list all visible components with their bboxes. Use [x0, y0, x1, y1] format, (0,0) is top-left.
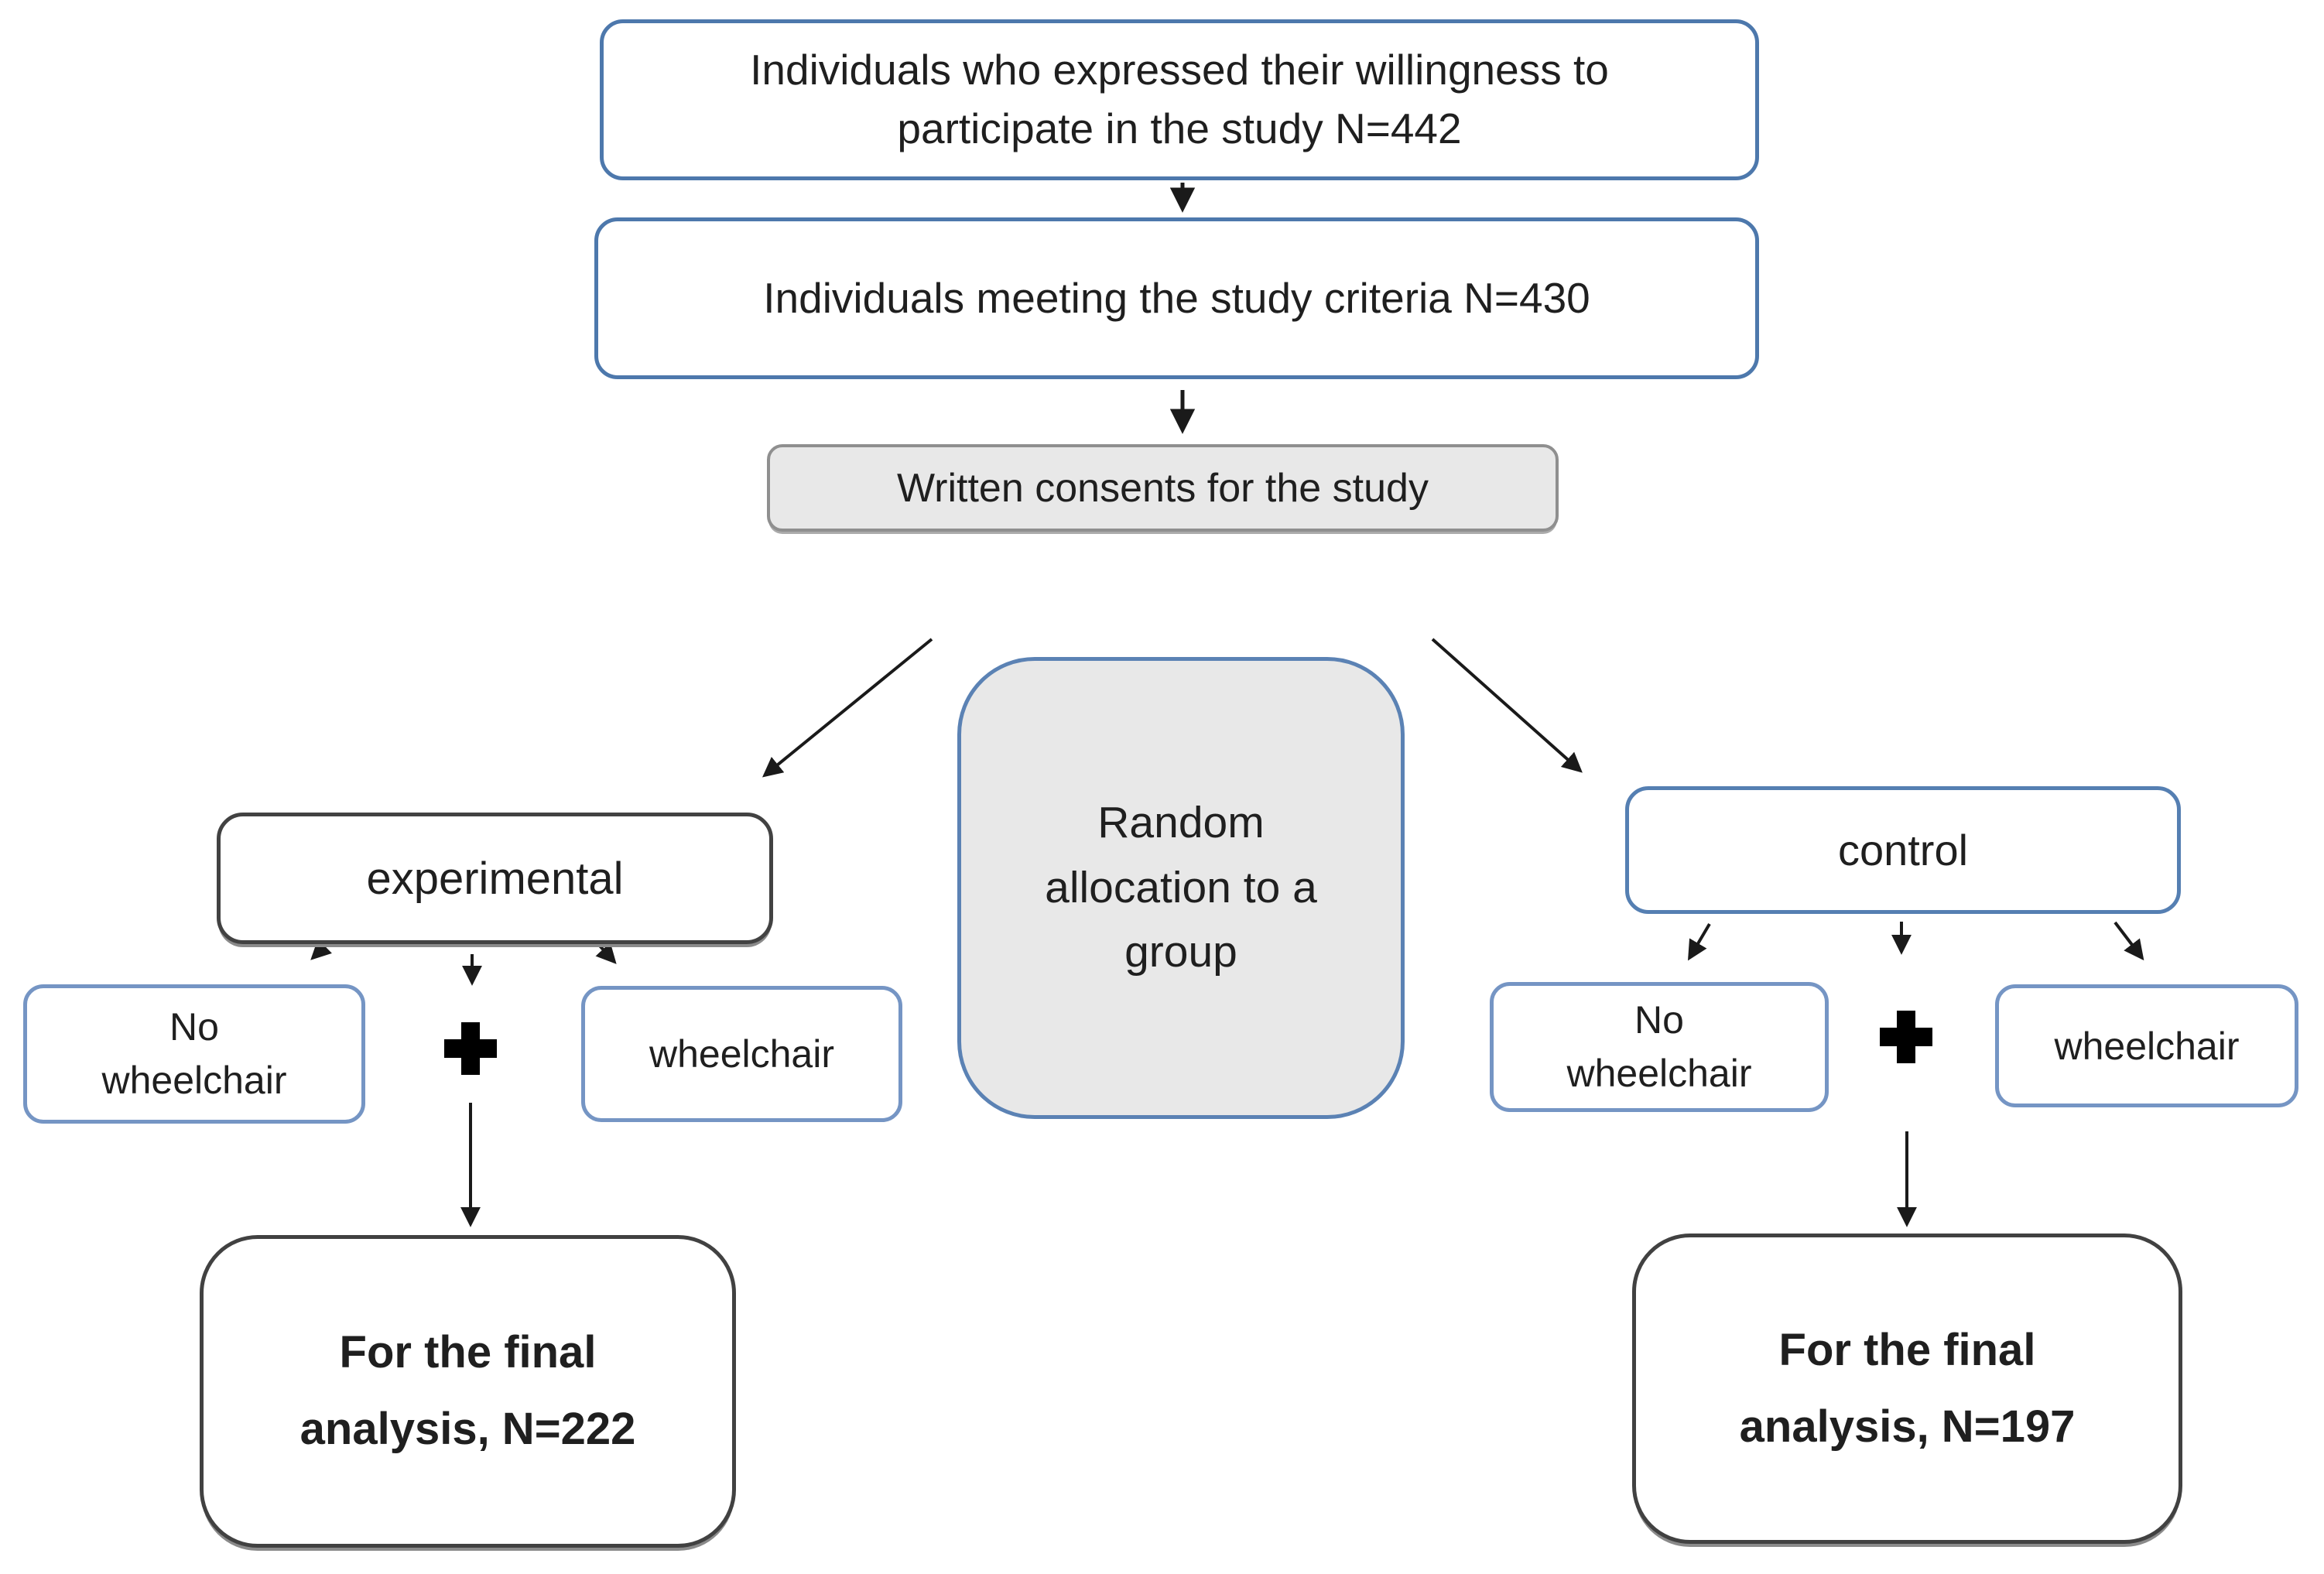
node-random-allocation-line: group [1124, 927, 1237, 977]
node-experimental-wheelchair-line: wheelchair [649, 1032, 834, 1076]
arrow-consents-to-experimental [762, 638, 933, 778]
node-control-no-wheelchair: No wheelchair [1490, 982, 1829, 1112]
node-experimental-group: experimental [217, 813, 773, 944]
arrow-consents-to-control [1431, 638, 1583, 773]
plus-icon [444, 1022, 497, 1075]
node-criteria: Individuals meeting the study criteria N… [594, 217, 1759, 379]
node-control-no-wheelchair-line: wheelchair [1566, 1052, 1752, 1095]
node-control-final-analysis: For the final analysis, N=197 [1632, 1234, 2182, 1544]
node-control-wheelchair: wheelchair [1995, 984, 2298, 1107]
node-willingness-line: participate in the study N=442 [897, 104, 1462, 152]
node-control-group-label: control [1837, 826, 1969, 874]
node-willingness-line: Individuals who expressed their willingn… [750, 46, 1609, 94]
node-experimental-final-analysis-line: For the final [339, 1327, 597, 1378]
node-experimental-group-label: experimental [366, 853, 624, 904]
node-written-consents: Written consents for the study [767, 444, 1559, 532]
node-control-final-analysis-line: For the final [1778, 1324, 2036, 1375]
arrow-control-to-no-wheelchair [1688, 922, 1711, 961]
node-random-allocation-line: Random [1097, 797, 1265, 847]
node-experimental-wheelchair: wheelchair [581, 986, 902, 1122]
node-experimental-no-wheelchair-line: wheelchair [101, 1059, 287, 1102]
node-written-consents-line: Written consents for the study [897, 465, 1429, 511]
node-criteria-line: Individuals meeting the study criteria N… [763, 273, 1590, 322]
node-random-allocation-line: allocation to a [1045, 862, 1317, 912]
node-experimental-no-wheelchair: No wheelchair [23, 984, 365, 1124]
node-control-group: control [1625, 786, 2181, 914]
node-control-final-analysis-line: analysis, N=197 [1739, 1401, 2076, 1452]
node-control-wheelchair-line: wheelchair [2054, 1024, 2240, 1068]
node-experimental-final-analysis: For the final analysis, N=222 [200, 1235, 736, 1548]
node-experimental-final-analysis-line: analysis, N=222 [299, 1404, 636, 1454]
node-random-allocation: Random allocation to a group [957, 657, 1405, 1119]
plus-icon [1880, 1011, 1932, 1063]
node-willingness: Individuals who expressed their willingn… [600, 19, 1759, 180]
arrow-control-to-wheelchair [2114, 921, 2144, 961]
node-experimental-no-wheelchair-line: No [169, 1005, 219, 1049]
node-control-no-wheelchair-line: No [1634, 998, 1684, 1042]
